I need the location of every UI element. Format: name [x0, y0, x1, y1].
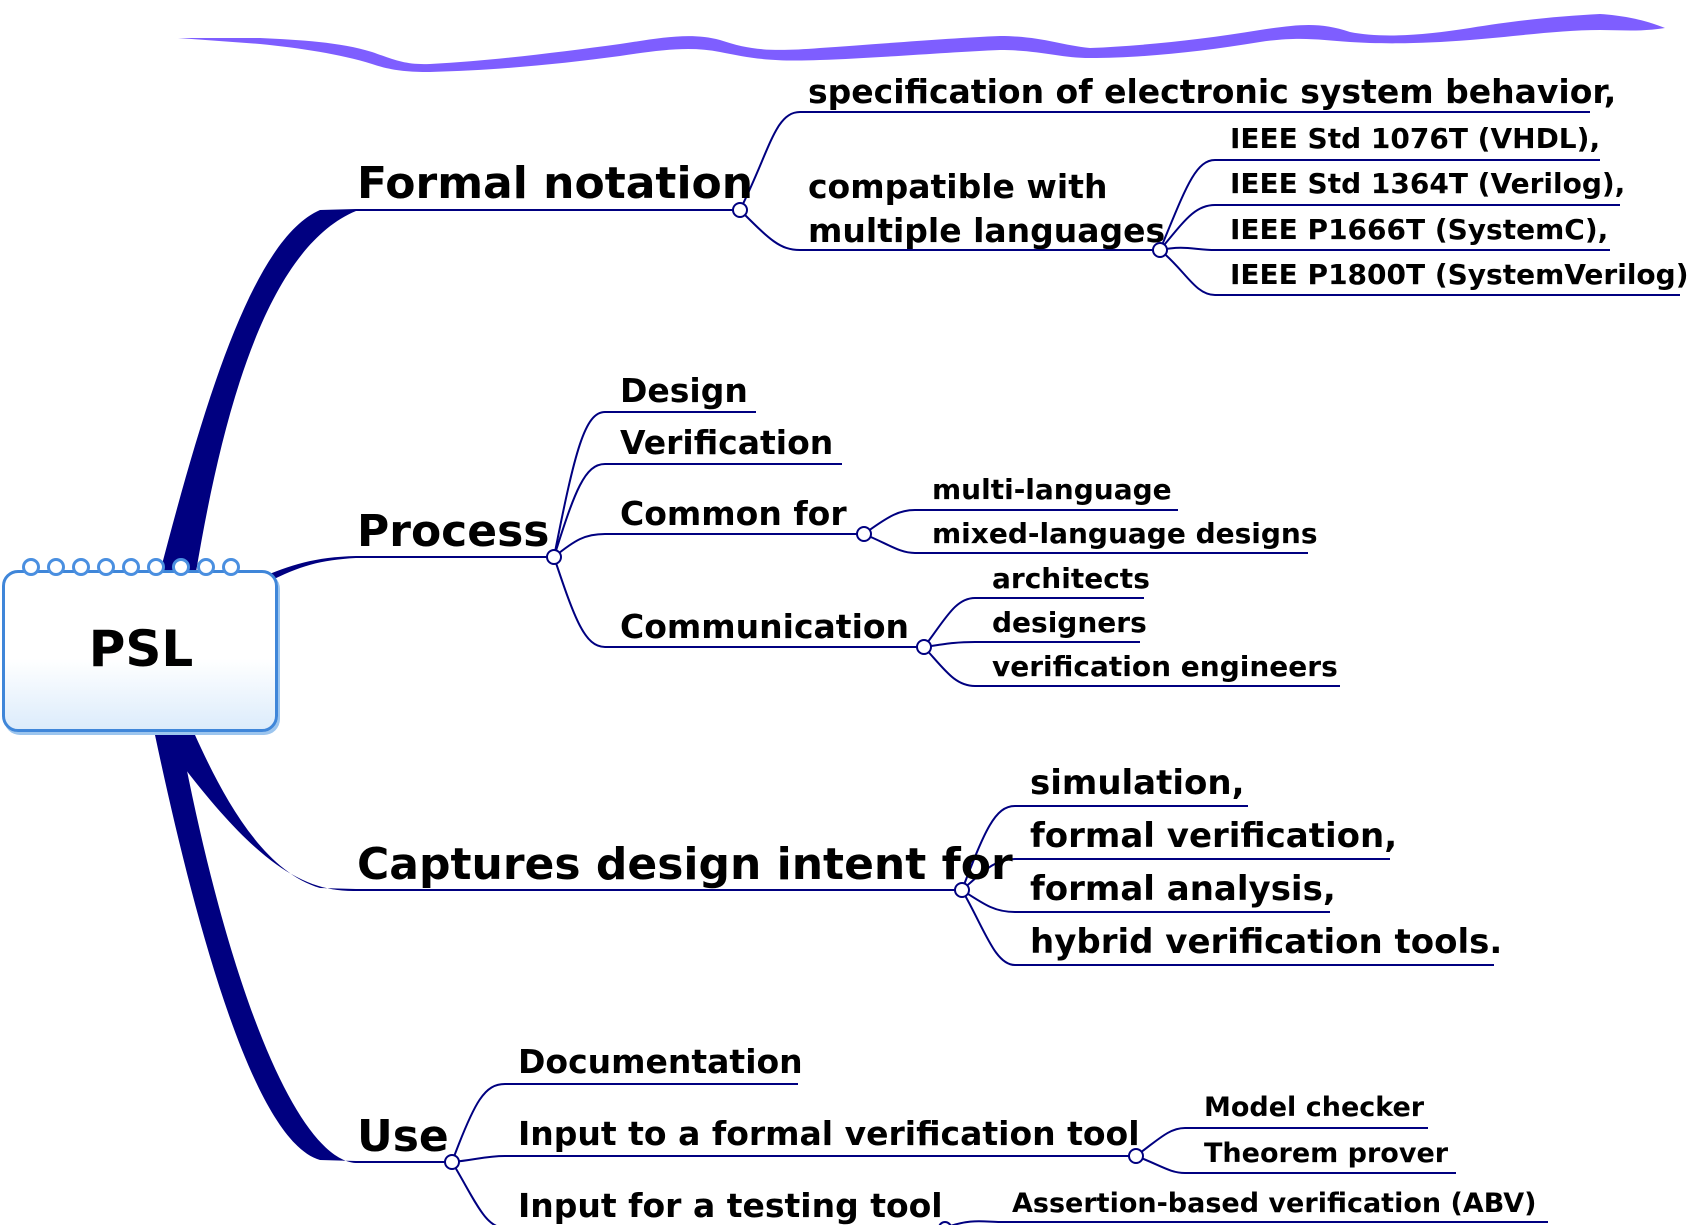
branch-captures[interactable]: Captures design intent for [357, 839, 1013, 890]
ring-icon [47, 558, 65, 576]
item-compatible-line2[interactable]: multiple languages [808, 211, 1166, 250]
ring-icon [197, 558, 215, 576]
item-verification-engineers[interactable]: verification engineers [992, 650, 1338, 683]
item-input-testing[interactable]: Input for a testing tool [518, 1186, 943, 1225]
item-common-for[interactable]: Common for [620, 494, 847, 533]
branch-formal-notation[interactable]: Formal notation [357, 158, 754, 209]
item-architects[interactable]: architects [992, 562, 1150, 595]
item-abv[interactable]: Assertion-based verification (ABV) [1012, 1188, 1537, 1219]
ring-icon [22, 558, 40, 576]
node-process[interactable] [546, 549, 562, 565]
branch-use[interactable]: Use [357, 1111, 449, 1162]
top-squiggle [178, 14, 1665, 72]
item-ieee-systemc[interactable]: IEEE P1666T (SystemC), [1230, 213, 1609, 246]
trunk-formal-notation [160, 209, 356, 572]
ring-icon [97, 558, 115, 576]
item-ieee-verilog[interactable]: IEEE Std 1364T (Verilog), [1230, 167, 1626, 200]
item-design[interactable]: Design [620, 371, 748, 410]
node-compatible[interactable] [1152, 242, 1168, 258]
trunk-use [155, 735, 356, 1163]
node-common-for[interactable] [856, 526, 872, 542]
item-input-formal[interactable]: Input to a formal verification tool [518, 1114, 1140, 1153]
ring-icon [72, 558, 90, 576]
root-label: PSL [88, 620, 194, 678]
item-compatible-line1[interactable]: compatible with [808, 167, 1108, 206]
node-communication[interactable] [916, 639, 932, 655]
item-hybrid-tools[interactable]: hybrid verification tools. [1030, 922, 1503, 962]
item-ieee-systemverilog[interactable]: IEEE P1800T (SystemVerilog), [1230, 258, 1690, 291]
ring-icon [222, 558, 240, 576]
notepad-rings [22, 558, 252, 586]
node-use[interactable] [444, 1154, 460, 1170]
item-model-checker[interactable]: Model checker [1204, 1092, 1425, 1123]
item-verification[interactable]: Verification [620, 423, 834, 462]
item-documentation[interactable]: Documentation [518, 1042, 803, 1081]
item-formal-verification[interactable]: formal verification, [1030, 816, 1398, 856]
node-input-testing[interactable] [938, 1221, 952, 1225]
node-input-formal[interactable] [1128, 1148, 1144, 1164]
item-simulation[interactable]: simulation, [1030, 763, 1245, 803]
ring-icon [122, 558, 140, 576]
node-captures[interactable] [954, 882, 970, 898]
ring-icon [147, 558, 165, 576]
item-mixed-language[interactable]: mixed-language designs [932, 517, 1318, 550]
item-specification[interactable]: specification of electronic system behav… [808, 72, 1617, 111]
item-formal-analysis[interactable]: formal analysis, [1030, 869, 1336, 909]
trunk-captures [160, 735, 356, 892]
item-theorem-prover[interactable]: Theorem prover [1204, 1138, 1449, 1169]
item-multi-language[interactable]: multi-language [932, 473, 1172, 506]
root-node[interactable] [2, 570, 278, 732]
ring-icon [172, 558, 190, 576]
item-communication[interactable]: Communication [620, 607, 910, 646]
branch-process[interactable]: Process [357, 506, 550, 557]
node-formal-notation[interactable] [732, 202, 748, 218]
item-designers[interactable]: designers [992, 606, 1147, 639]
item-ieee-vhdl[interactable]: IEEE Std 1076T (VHDL), [1230, 122, 1601, 155]
